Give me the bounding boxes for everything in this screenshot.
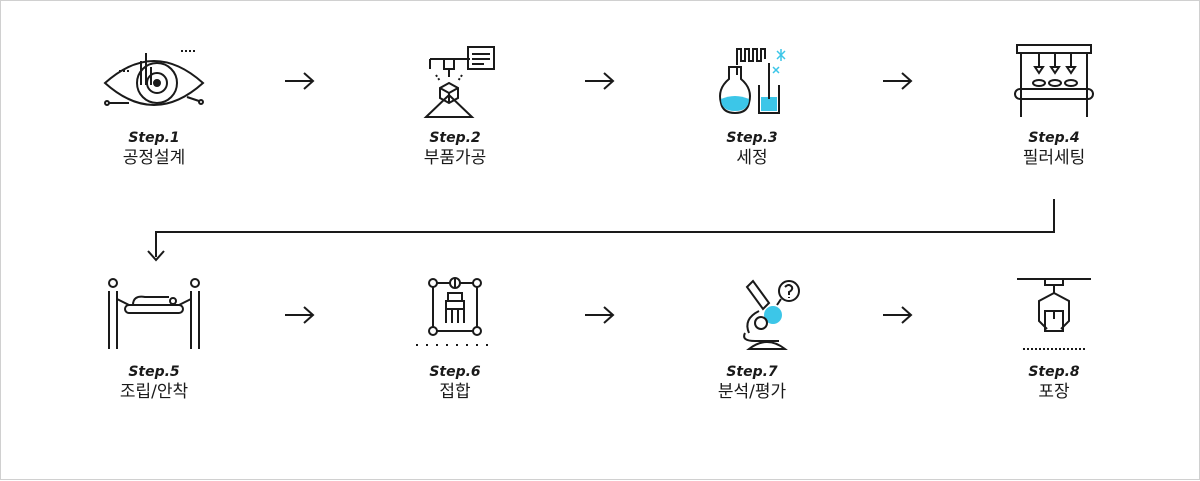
- arrow-right-icon: [585, 72, 615, 90]
- step-title: 공정설계: [122, 148, 186, 168]
- step-title: 필러세팅: [1022, 148, 1086, 168]
- step-4: Step.4 필러세팅: [974, 41, 1134, 169]
- step-label: Step.3: [726, 130, 778, 146]
- arrow-right-icon: [883, 306, 913, 324]
- step-label: Step.7: [726, 364, 778, 380]
- step-3: Step.3 세정: [672, 41, 832, 169]
- filler-machine-icon: [1014, 44, 1094, 117]
- step-title: 접합: [439, 382, 471, 402]
- assembly-workers-icon: [108, 278, 200, 349]
- step-label: Step.2: [429, 130, 481, 146]
- step-label: Step.6: [429, 364, 481, 380]
- step-8: Step.8 포장: [974, 275, 1134, 403]
- arrow-right-icon: [585, 306, 615, 324]
- packaging-icon: [1017, 278, 1091, 350]
- lab-flask-icon: [719, 48, 786, 115]
- step-label: Step.4: [1028, 130, 1080, 146]
- step-label: Step.8: [1028, 364, 1080, 380]
- step-1: Step.1 공정설계: [74, 41, 234, 169]
- step-label: Step.1: [128, 130, 180, 146]
- 3d-printer-icon: [423, 46, 495, 118]
- step-title: 조립/안착: [119, 382, 189, 402]
- eye-analytics-icon: [103, 50, 205, 106]
- step-7: Step.7 분석/평가: [672, 275, 832, 403]
- step-6: Step.6 접합: [375, 275, 535, 403]
- step-2: Step.2 부품가공: [375, 41, 535, 169]
- step-title: 세정: [736, 148, 768, 168]
- step-title: 포장: [1038, 382, 1070, 402]
- arrow-right-icon: [285, 72, 315, 90]
- microscope-icon: [743, 279, 800, 350]
- arrow-right-icon: [285, 306, 315, 324]
- step-label: Step.5: [128, 364, 180, 380]
- step-title: 분석/평가: [717, 382, 787, 402]
- step-title: 부품가공: [423, 148, 487, 168]
- step-5: Step.5 조립/안착: [74, 275, 234, 403]
- arrow-right-icon: [883, 72, 913, 90]
- bonding-frame-icon: [416, 277, 494, 346]
